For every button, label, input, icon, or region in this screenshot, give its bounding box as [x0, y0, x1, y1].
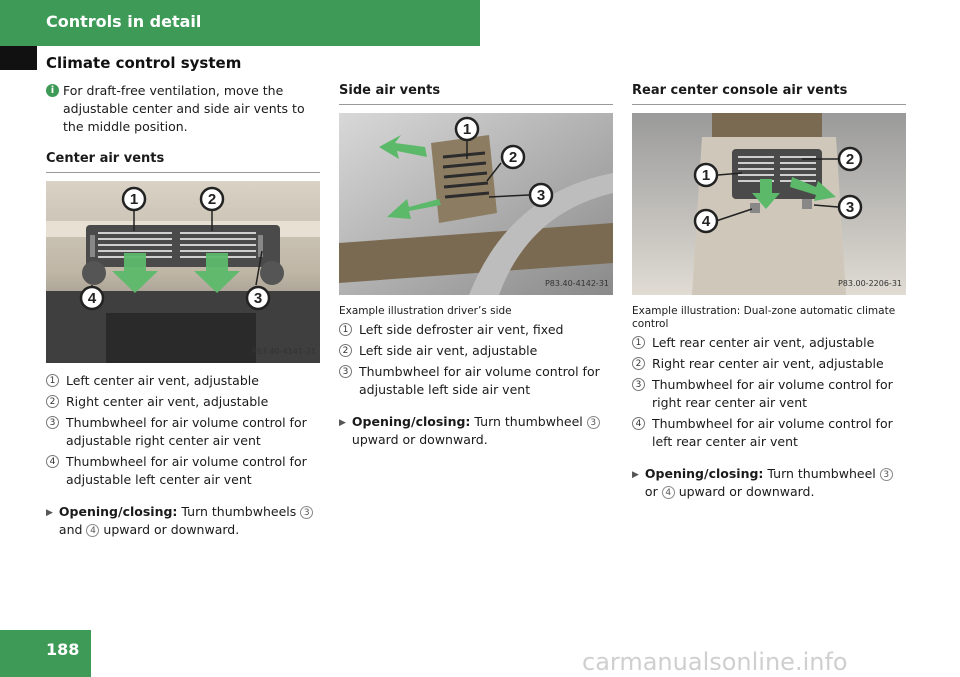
- section-marker: [0, 46, 37, 70]
- center-vents-illustration: 1 2 3 4: [46, 181, 320, 363]
- figure-code: P83.40-4141-31: [251, 347, 316, 356]
- callout-1: 1: [121, 186, 147, 212]
- info-note: i For draft-free ventilation, move the a…: [46, 82, 320, 136]
- svg-text:3: 3: [537, 187, 545, 204]
- callout-4: 4: [79, 285, 105, 311]
- callout-3: 3: [837, 194, 863, 220]
- chapter-title: Controls in detail: [46, 12, 202, 31]
- side-vents-illustration: 1 2 3: [339, 113, 613, 295]
- svg-text:2: 2: [846, 151, 854, 168]
- rear-vents-figure: 1 2 3 4 P83.00-2206-31: [632, 113, 906, 295]
- figure-code: P83.40-4142-31: [544, 279, 609, 288]
- rear-action: ▶ Opening/closing: Turn thumbwheel 3 or …: [632, 465, 906, 501]
- callout-1: 1: [454, 116, 480, 142]
- center-vents-heading: Center air vents: [46, 150, 320, 173]
- info-icon: i: [46, 84, 59, 97]
- chapter-tab: Controls in detail: [0, 0, 480, 46]
- svg-text:1: 1: [702, 167, 710, 184]
- bullet-arrow-icon: ▶: [632, 470, 639, 480]
- side-action: ▶ Opening/closing: Turn thumbwheel 3 upw…: [339, 413, 613, 449]
- column-side-vents: Side air vents 1 2 3 P83.40-4142-31: [339, 82, 613, 449]
- bullet-arrow-icon: ▶: [339, 418, 346, 428]
- callout-3: 3: [528, 182, 554, 208]
- watermark: carmanualsonline.info: [582, 648, 848, 676]
- figure-code: P83.00-2206-31: [837, 279, 902, 288]
- svg-text:2: 2: [509, 149, 517, 166]
- bullet-arrow-icon: ▶: [46, 508, 53, 518]
- rear-vents-heading: Rear center console air vents: [632, 82, 906, 105]
- section-title: Climate control system: [46, 54, 242, 72]
- callout-2: 2: [837, 146, 863, 172]
- svg-text:3: 3: [846, 199, 854, 216]
- column-rear-vents: Rear center console air vents 1: [632, 82, 906, 501]
- rear-vents-illustration: 1 2 3 4: [632, 113, 906, 295]
- svg-text:1: 1: [130, 191, 138, 208]
- callout-3: 3: [245, 285, 271, 311]
- side-vents-heading: Side air vents: [339, 82, 613, 105]
- callout-1: 1: [693, 162, 719, 188]
- svg-text:2: 2: [208, 191, 216, 208]
- callout-2: 2: [500, 144, 526, 170]
- side-caption: Example illustration driver’s side: [339, 305, 512, 317]
- info-note-text: For draft-free ventilation, move the adj…: [63, 83, 305, 134]
- center-vents-figure: 1 2 3 4 P83.40-4141-31: [46, 181, 320, 363]
- side-vents-figure: 1 2 3 P83.40-4142-31: [339, 113, 613, 295]
- callout-2: 2: [199, 186, 225, 212]
- svg-text:3: 3: [254, 290, 262, 307]
- page-number-tab: 188: [0, 630, 91, 677]
- rear-caption: Example illustration: Dual-zone automati…: [632, 305, 896, 330]
- page-number: 188: [46, 640, 80, 659]
- svg-text:1: 1: [463, 121, 471, 138]
- center-action: ▶ Opening/closing: Turn thumbwheels 3 an…: [46, 503, 320, 539]
- svg-text:4: 4: [88, 290, 97, 307]
- callout-4: 4: [693, 208, 719, 234]
- column-center-vents: i For draft-free ventilation, move the a…: [46, 82, 320, 539]
- svg-text:4: 4: [702, 213, 711, 230]
